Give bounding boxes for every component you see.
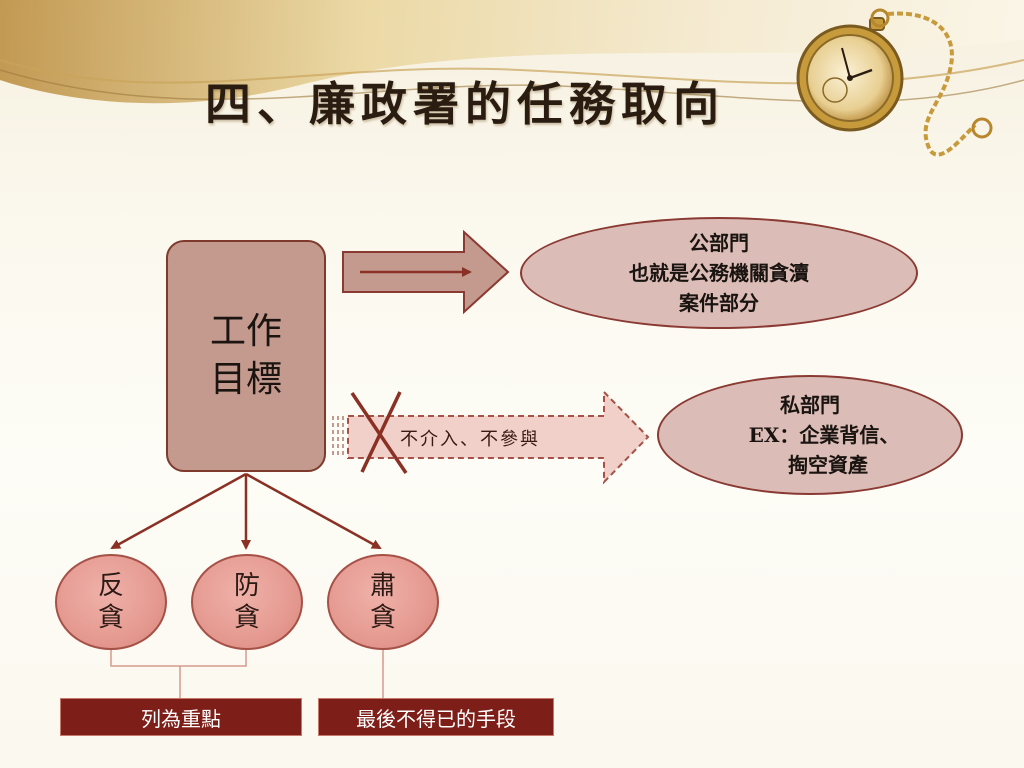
public-sector-line1: 公部門 [689, 231, 749, 255]
branch-arrows [110, 472, 382, 550]
circle-line2: 貪 [233, 603, 260, 633]
work-goal-box: 工作 目標 [166, 240, 326, 472]
circle-line2: 貪 [369, 603, 396, 633]
public-sector-line3: 案件部分 [679, 291, 759, 315]
x-cross-icon [350, 391, 408, 474]
header-swoosh [0, 0, 1024, 104]
work-goal-line1: 工作 [209, 311, 282, 352]
last-resort-label: 最後不得已的手段 [318, 698, 554, 736]
public-sector-ellipse: 公部門 也就是公務機關貪瀆 案件部分 [520, 217, 918, 329]
circle-line1: 防 [233, 571, 260, 601]
circle-line1: 反 [97, 571, 124, 601]
no-involve-label: 不介入、不參與 [400, 429, 540, 450]
pocket-watch-icon [796, 8, 993, 157]
eliminate-corruption-circle: 肅 貪 [327, 554, 439, 650]
circle-line2: 貪 [97, 603, 124, 633]
anti-corruption-circle: 反 貪 [55, 554, 167, 650]
circle-line1: 肅 [369, 571, 396, 601]
bracket-connectors [110, 650, 384, 698]
arrow-to-private-dashed [332, 389, 650, 485]
private-sector-ellipse: 私部門 EX：企業背信、 掏空資產 [657, 375, 963, 495]
page-title: 四、廉政署的任務取向 [205, 77, 725, 131]
arrow-to-public [342, 229, 510, 315]
private-sector-line3: 掏空資產 [788, 453, 868, 477]
prevent-corruption-circle: 防 貪 [191, 554, 303, 650]
private-sector-line1: 私部門 [780, 393, 840, 417]
public-sector-line2: 也就是公務機關貪瀆 [629, 261, 809, 285]
private-sector-line2: EX：企業背信、 [748, 423, 900, 447]
priority-label: 列為重點 [60, 698, 302, 736]
work-goal-line2: 目標 [209, 359, 282, 400]
